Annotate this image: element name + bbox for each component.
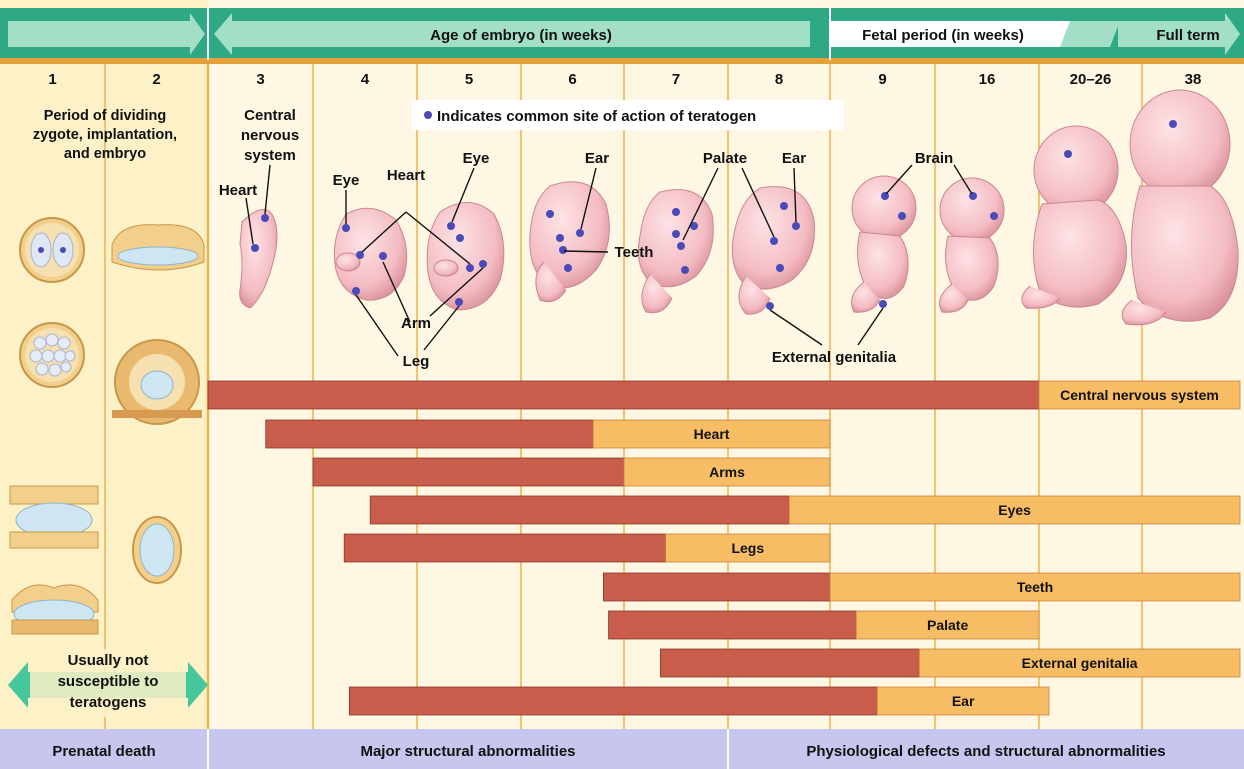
label-heart-week3: Heart <box>219 182 257 199</box>
bar-highly-sensitive <box>609 611 857 639</box>
susceptibility-line-3: teratogens <box>70 694 147 711</box>
left-note-line-1: Period of dividing <box>44 108 166 124</box>
bar-highly-sensitive <box>660 649 919 677</box>
blastocyst <box>112 225 204 270</box>
label-external-genitalia: External genitalia <box>772 349 897 366</box>
label-cns-line-3: system <box>244 147 296 164</box>
bar-highly-sensitive <box>370 496 789 524</box>
label-heart-week4: Heart <box>387 167 425 184</box>
fetal-period-label: Fetal period (in weeks) <box>862 27 1024 44</box>
bar-label: External genitalia <box>1022 655 1138 671</box>
left-note-line-2: zygote, implantation, <box>33 127 177 143</box>
bar-label: Central nervous system <box>1060 387 1219 403</box>
embryo-age-label: Age of embryo (in weeks) <box>430 27 612 44</box>
morula <box>20 323 84 387</box>
week-label: 38 <box>1185 71 1202 88</box>
bar-highly-sensitive <box>266 420 593 448</box>
bar-label: Heart <box>694 426 730 442</box>
week-label: 16 <box>979 71 996 88</box>
full-term-label: Full term <box>1156 27 1219 44</box>
legend-text: Indicates common site of action of terat… <box>437 108 756 125</box>
week-label: 20–26 <box>1070 71 1112 88</box>
susceptibility-line-1: Usually not <box>68 652 149 669</box>
bar-label: Palate <box>927 617 968 633</box>
fetus-week-38 <box>1122 90 1238 325</box>
two-cell-zygote <box>20 218 84 282</box>
week-label: 7 <box>672 71 680 88</box>
week-label: 4 <box>361 71 370 88</box>
bar-label: Teeth <box>1017 579 1053 595</box>
bar-label: Arms <box>709 464 745 480</box>
bar-highly-sensitive <box>349 687 877 715</box>
footer-physiological-defects: Physiological defects and structural abn… <box>806 743 1165 760</box>
label-cns-line-2: nervous <box>241 127 299 144</box>
week-label: 8 <box>775 71 783 88</box>
bar-label: Legs <box>731 540 764 556</box>
fetus-week-20-26 <box>1022 126 1127 308</box>
bar-highly-sensitive <box>313 458 624 486</box>
week-label: 1 <box>48 71 56 88</box>
footer-prenatal-death: Prenatal death <box>52 743 155 760</box>
left-note-line-3: and embryo <box>64 146 146 162</box>
week-label: 3 <box>256 71 264 88</box>
early-egg <box>133 517 181 583</box>
label-brain: Brain <box>915 150 953 167</box>
bar-label: Ear <box>952 693 975 709</box>
label-teeth: Teeth <box>615 244 654 261</box>
legend-dot-icon <box>424 111 432 119</box>
label-ear-week6: Ear <box>585 150 609 167</box>
week-label: 5 <box>465 71 473 88</box>
bar-highly-sensitive <box>344 534 665 562</box>
label-eye-week4: Eye <box>333 172 360 189</box>
embryo-week-5 <box>427 202 504 310</box>
fetal-arrow-connector <box>1060 21 1120 47</box>
bar-highly-sensitive <box>208 381 1039 409</box>
label-ear-week8: Ear <box>782 150 806 167</box>
implantation-stage-1 <box>10 486 98 548</box>
implantation-stage-2 <box>12 585 98 634</box>
week-label: 9 <box>878 71 886 88</box>
label-eye-week5: Eye <box>463 150 490 167</box>
susceptibility-line-2: susceptible to <box>58 673 159 690</box>
bar-highly-sensitive <box>603 573 830 601</box>
label-cns-line-1: Central <box>244 107 296 124</box>
footer-major-abnormalities: Major structural abnormalities <box>360 743 575 760</box>
week-label: 2 <box>152 71 160 88</box>
label-palate: Palate <box>703 150 747 167</box>
label-leg: Leg <box>403 353 430 370</box>
week-label: 6 <box>568 71 576 88</box>
label-arm: Arm <box>401 315 431 332</box>
bar-label: Eyes <box>998 502 1031 518</box>
header-underline <box>0 58 1244 64</box>
